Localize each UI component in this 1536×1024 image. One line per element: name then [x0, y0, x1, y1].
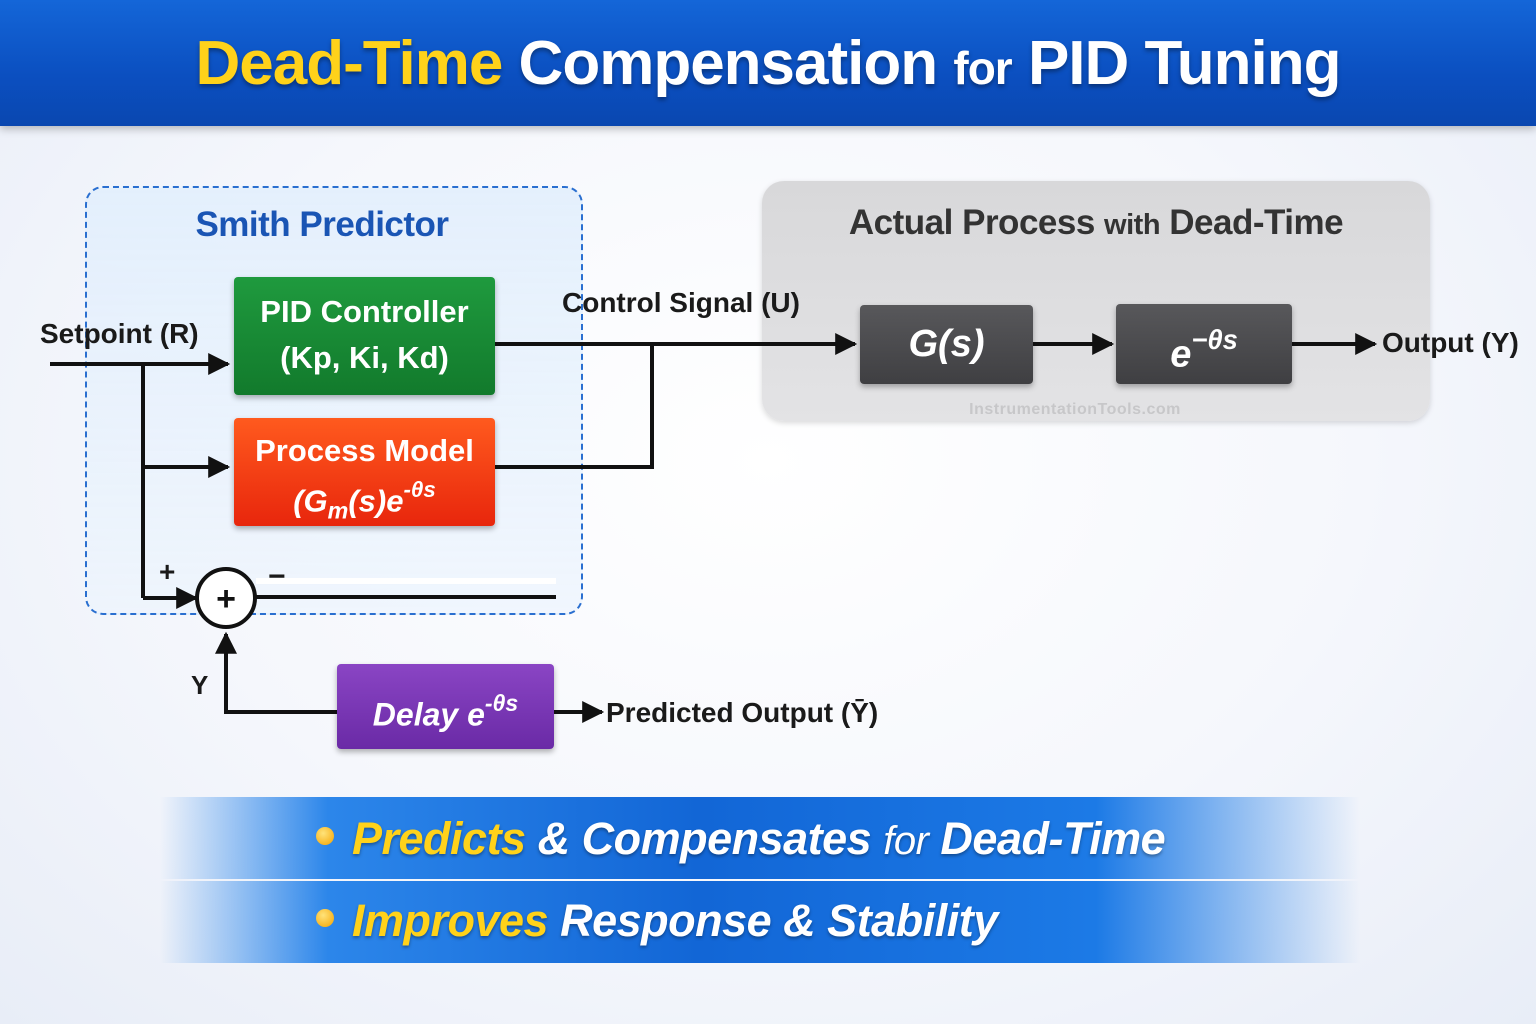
model-expr-exp: -θs — [403, 476, 436, 502]
summing-junction — [195, 567, 257, 629]
smith-predictor-region — [85, 186, 583, 615]
model-expr-sub: m — [327, 497, 349, 524]
pid-gains-label: (Kp, Ki, Kd) — [280, 340, 449, 375]
model-expr-mid: (s) — [348, 483, 387, 519]
title-compensation: Compensation — [518, 29, 939, 98]
delay-base: e — [467, 696, 485, 733]
benefit-band-2 — [160, 881, 1360, 963]
actual-process-title: Actual Process with Dead-Time — [762, 203, 1430, 243]
benefit1-compensates: & Compensates — [537, 813, 872, 864]
title-banner: Dead-Time Compensation for PID Tuning — [0, 0, 1536, 126]
process-title-with: with — [1104, 209, 1161, 241]
benefit2-improves: Improves — [352, 895, 549, 946]
benefit1-dead-time: Dead-Time — [940, 813, 1166, 864]
process-model-expression: (Gm(s)e-θs — [234, 472, 495, 532]
bullet-icon — [316, 827, 334, 846]
dead-time-base: e — [1170, 333, 1192, 376]
output-label: Output (Y) — [1382, 327, 1519, 358]
feedback-y-label: Y — [191, 670, 209, 700]
benefit1-for: for — [883, 819, 929, 863]
pid-controller-block: PID Controller (Kp, Ki, Kd) — [234, 277, 495, 395]
model-expr-e: e — [386, 483, 404, 519]
benefit-line-1: Predicts & Compensates for Dead-Time — [316, 813, 1166, 865]
benefit-line-2: Improves Response & Stability — [316, 895, 998, 947]
control-signal-label: Control Signal (U) — [562, 287, 800, 318]
feedback-y-wire — [215, 631, 337, 714]
process-title-dead-time: Dead-Time — [1169, 203, 1344, 242]
delay-exp: -θs — [484, 689, 519, 716]
minus-sign: − — [268, 560, 286, 593]
title-pid-tuning: PID Tuning — [1027, 29, 1342, 98]
benefit2-response: Response & Stability — [560, 895, 998, 946]
smith-predictor-title: Smith Predictor — [195, 205, 449, 244]
pid-controller-label: PID Controller — [260, 294, 469, 329]
title-dead-time: Dead-Time — [195, 29, 503, 98]
process-title-part1: Actual Process — [848, 203, 1095, 242]
plus-sign: + — [159, 556, 176, 587]
watermark: InstrumentationTools.com — [969, 401, 1181, 418]
process-model-label: Process Model — [255, 433, 474, 468]
delay-label: Delay — [372, 696, 459, 733]
benefit1-predicts: Predicts — [352, 813, 526, 864]
process-model-block: Process Model (Gm(s)e-θs — [234, 418, 495, 526]
dead-time-block: e−θs — [1116, 304, 1292, 384]
bullet-icon — [316, 909, 334, 928]
page-title: Dead-Time Compensation for PID Tuning — [0, 28, 1536, 99]
delay-block: Delay e-θs — [337, 664, 554, 749]
model-expr-base: (G — [293, 483, 328, 519]
summing-junction-symbol: + — [216, 580, 236, 618]
transfer-function-block: G(s) — [860, 305, 1033, 384]
setpoint-label: Setpoint (R) — [40, 318, 199, 349]
model-output-wire — [495, 344, 654, 469]
title-for: for — [953, 42, 1012, 94]
benefit-band-1 — [160, 797, 1360, 879]
dead-time-exp: −θs — [1191, 323, 1238, 355]
predicted-output-label: Predicted Output (Ȳ) — [606, 697, 879, 728]
